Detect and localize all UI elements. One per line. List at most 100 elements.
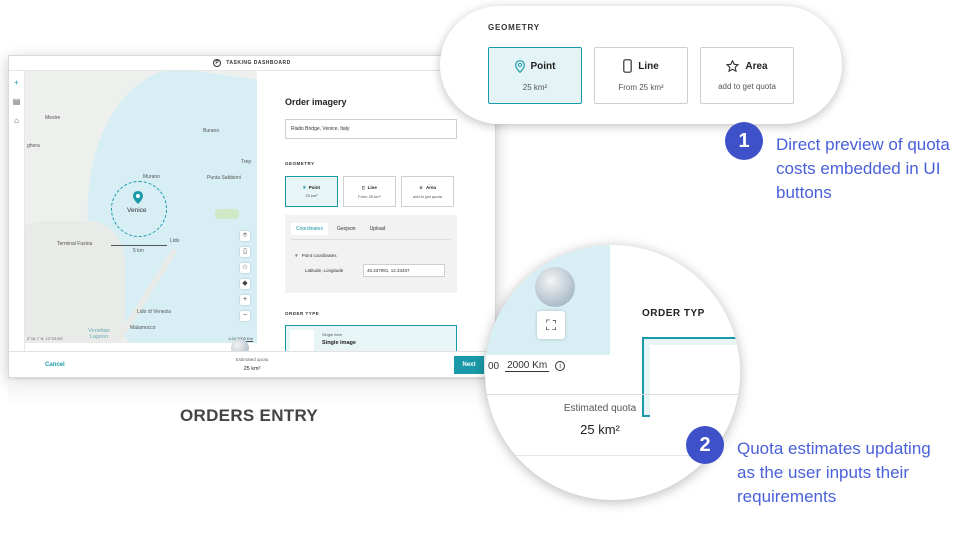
location-input[interactable]: Rialto Bridge, Venice, Italy — [285, 119, 457, 139]
map-label-lido-di-venezia: Lido di Venezia — [137, 309, 171, 315]
info-icon[interactable]: i — [555, 361, 566, 371]
point-coordinates-heading: ⌾ Point coordinates — [295, 253, 336, 258]
bottom-line — [485, 455, 740, 456]
geometry-zoom-options: Point 25 km² Line From 25 km² Area add t… — [488, 47, 794, 104]
map-scale-label: 2000 Km — [236, 336, 253, 342]
geometry-point-quota: 25 km² — [305, 193, 318, 198]
map-view[interactable]: Mestre ghera Burano Murano Punta Sabbion… — [25, 71, 257, 343]
coordinates-box: Coordinates Geojson Upload ⌾ Point coord… — [285, 215, 457, 293]
map-label-malamocco: Malamocco — [130, 325, 156, 331]
scale-prefix: 00 — [488, 360, 500, 372]
callout-1-line-1: Direct preview of quota — [776, 135, 950, 154]
callout-badge-2: 2 — [686, 426, 724, 464]
map-green-area — [215, 209, 239, 219]
pin-icon: ⌾ — [303, 185, 306, 190]
geometry-area-label: Area — [426, 185, 437, 190]
geometry-zoom-title: GEOMETRY — [488, 23, 540, 32]
zoom-in-icon[interactable]: + — [240, 295, 250, 305]
map-label-terminal-fusina: Terminal Fusina — [57, 241, 93, 247]
tab-geojson[interactable]: Geojson — [336, 226, 356, 232]
map-label-treporti: Trep — [241, 159, 252, 165]
geometry-zoom-bubble: GEOMETRY Point 25 km² Line From 25 km² — [440, 6, 842, 124]
callout-1-line-2: costs embedded in UI — [776, 159, 941, 178]
zoom-line-label: Line — [638, 60, 659, 72]
map-label-burano: Burano — [203, 128, 220, 134]
star-polygon-icon — [726, 60, 740, 72]
callout-badge-1: 1 — [725, 122, 763, 160]
dashboard-screenshot: P TASKING DASHBOARD + ▤ ⌂ ⚙ Mestre ghera… — [8, 55, 496, 378]
geometry-point-label: Point — [308, 185, 320, 190]
pin-outline-icon: ⌾ — [295, 253, 298, 258]
geometry-point-button[interactable]: ⌾Point 25 km² — [285, 176, 338, 207]
estimated-quota-value: 25 km² — [243, 366, 261, 372]
latlon-label: Latitude, Longitude — [305, 268, 344, 273]
order-type-card[interactable] — [642, 337, 740, 425]
zoom-out-icon[interactable]: − — [240, 311, 250, 321]
dashboard-reflection — [8, 380, 496, 410]
app-title: TASKING DASHBOARD — [226, 60, 291, 66]
map-label-murano: Murano — [143, 174, 160, 180]
estimated-quota-value: 25 km² — [580, 422, 620, 437]
tab-upload[interactable]: Upload — [369, 226, 386, 232]
map-pin-icon — [514, 59, 525, 73]
map-tool-pin-icon[interactable]: ⌾ — [240, 231, 250, 241]
map-tool-line-icon[interactable]: ▯ — [240, 247, 250, 257]
order-type-label: ORDER TYP — [642, 308, 705, 319]
estimated-quota-label: Estimated quota — [235, 357, 269, 362]
panel-title: Order imagery — [285, 97, 347, 107]
selection-circle[interactable] — [111, 181, 167, 237]
quota-zoom-bubble: ⛶ ORDER TYP 00 2000 Km i Estimated quota… — [485, 245, 740, 500]
geometry-line-quota: From 25 km² — [358, 193, 381, 199]
area-icon: ☆ — [418, 184, 424, 190]
tab-coordinates[interactable]: Coordinates — [291, 223, 328, 235]
globe-icon[interactable] — [535, 267, 575, 307]
map-pin-icon[interactable] — [133, 191, 143, 204]
map-label-venetian-lagoon: Venetian Lagoon — [88, 328, 110, 340]
cancel-button[interactable]: Cancel — [45, 362, 65, 368]
next-button[interactable]: Next — [454, 356, 484, 374]
zoom-line-quota: From 25 km² — [618, 83, 664, 92]
callout-2-line-3: requirements — [737, 487, 837, 506]
geometry-area-button[interactable]: ☆Area add to get quota — [401, 176, 454, 207]
phone-line-icon — [623, 59, 633, 73]
top-bar: P TASKING DASHBOARD — [9, 56, 495, 71]
bell-icon[interactable]: ⌂ — [14, 116, 19, 125]
geometry-line-label: Line — [367, 185, 377, 190]
geometry-section-label: GEOMETRY — [285, 161, 315, 166]
layers-icon[interactable]: ◆ — [240, 279, 250, 289]
fullscreen-icon[interactable]: ⛶ — [537, 311, 565, 339]
callout-1-line-3: buttons — [776, 183, 832, 202]
zoom-point-quota: 25 km² — [522, 82, 548, 92]
geometry-area-quota: add to get quota — [413, 193, 442, 199]
zoom-point-button[interactable]: Point 25 km² — [488, 47, 582, 104]
left-rail: + ▤ ⌂ — [9, 71, 25, 377]
map-scale-prefix: 1:20 — [228, 336, 236, 341]
zoom-line-button[interactable]: Line From 25 km² — [594, 47, 688, 104]
estimated-quota-label: Estimated quota — [563, 403, 637, 414]
tabs-divider — [291, 239, 451, 240]
callout-2-line-2: as the user inputs their — [737, 463, 909, 482]
map-scale-5km: 5 km — [133, 248, 144, 254]
latlon-input[interactable]: 45.437981, 12.33487 — [363, 264, 445, 277]
map-tools: ⌾ ▯ ☆ ◆ + − — [239, 231, 251, 321]
zoom-area-button[interactable]: Area add to get quota — [700, 47, 794, 104]
map-scalebar: 1:20 2000 Km — [228, 336, 253, 342]
map-label-punta-sabbioni: Punta Sabbioni — [207, 175, 241, 181]
map-label-lido: Lido — [170, 238, 180, 244]
line-icon: ▯ — [362, 184, 365, 190]
geometry-line-button[interactable]: ▯Line From 25 km² — [343, 176, 396, 207]
coordinate-tabs: Coordinates Geojson Upload — [291, 223, 390, 235]
order-card-title: Single image — [322, 340, 356, 346]
bottom-bar: Cancel Estimated quota 25 km² Next — [9, 351, 495, 377]
add-icon[interactable]: + — [14, 78, 19, 87]
map-label-marghera: ghera — [27, 143, 40, 149]
callout-2-line-1: Quota estimates updating — [737, 439, 931, 458]
callout-text-2: Quota estimates updating as the user inp… — [737, 437, 931, 509]
map-coordinates: 2°16.7' N, 12°23.5'E — [27, 336, 63, 341]
map-tool-area-icon[interactable]: ☆ — [240, 263, 250, 273]
order-card-thumb — [650, 345, 740, 425]
zoom-area-quota: add to get quota — [718, 82, 776, 91]
list-icon[interactable]: ▤ — [12, 97, 21, 106]
zoom-area-label: Area — [745, 60, 768, 72]
geometry-options: ⌾Point 25 km² ▯Line From 25 km² ☆Area ad… — [285, 176, 454, 207]
